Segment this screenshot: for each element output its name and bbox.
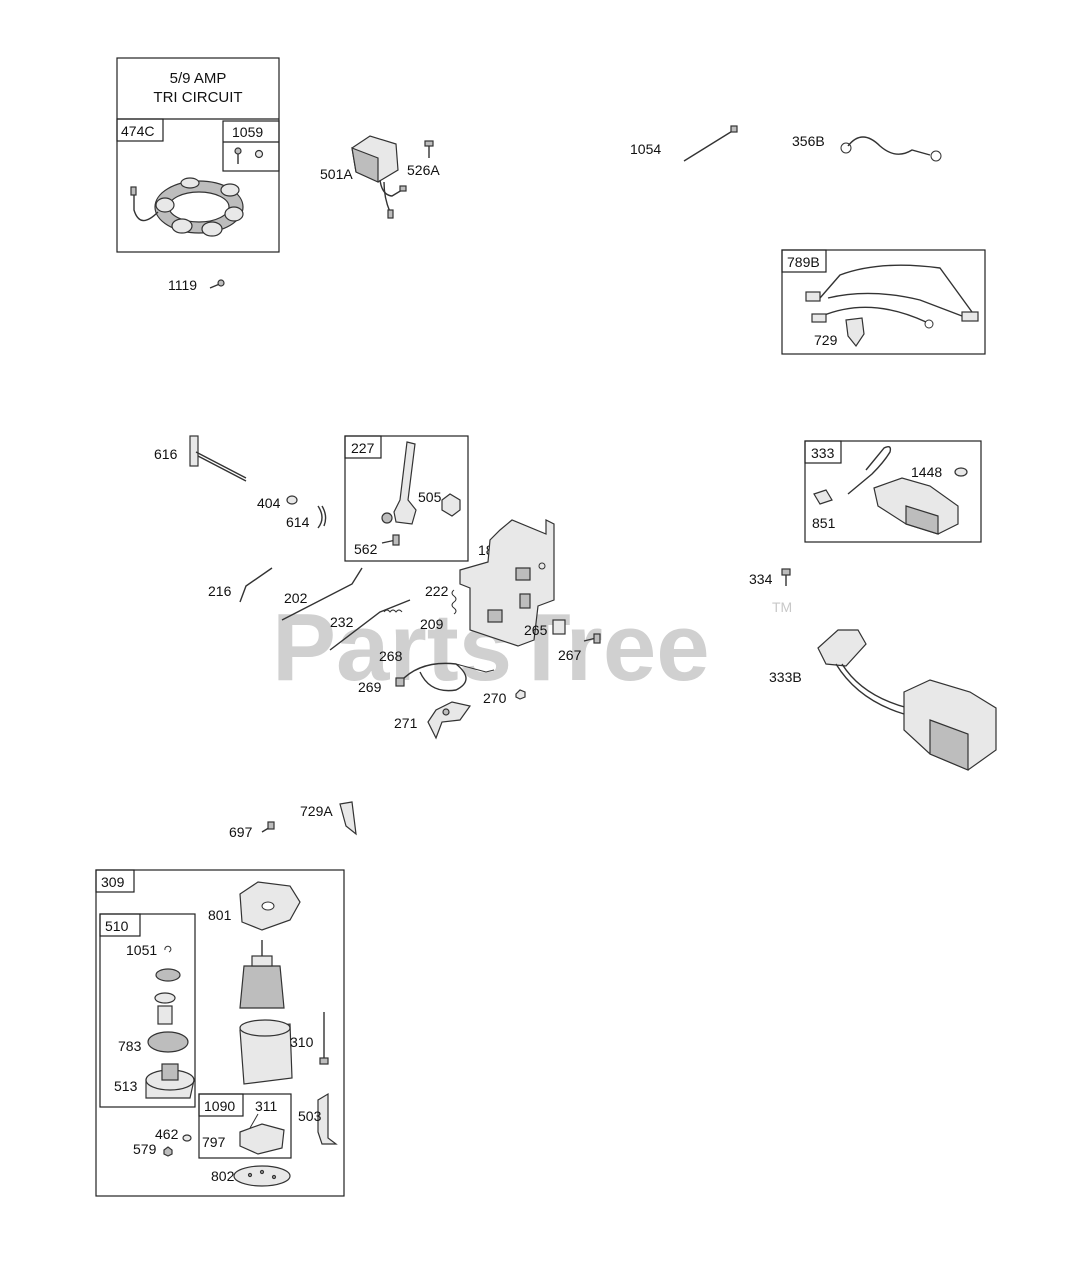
part-579-label[interactable]: 579: [133, 1141, 157, 1157]
part-1119-label[interactable]: 1119: [168, 277, 197, 293]
part-356B-label[interactable]: 356B: [792, 133, 825, 149]
spring-209-icon: [451, 589, 457, 615]
part-202-label[interactable]: 202: [284, 590, 308, 606]
part-334-label[interactable]: 334: [749, 571, 773, 587]
ignition-armature-icon: [817, 629, 997, 771]
bolt-icon: [424, 140, 434, 158]
part-227-label[interactable]: 227: [351, 440, 375, 456]
part-503-label[interactable]: 503: [298, 1108, 322, 1124]
part-333B-label[interactable]: 333B: [769, 669, 802, 685]
part-333-label[interactable]: 333: [811, 445, 835, 461]
screw-icon: [209, 279, 225, 289]
part-265-label[interactable]: 265: [524, 622, 548, 638]
part-216-label[interactable]: 216: [208, 583, 232, 599]
ground-wire-icon: [840, 136, 942, 162]
part-222-label[interactable]: 222: [425, 583, 449, 599]
throttle-lever-group: 227 505 562: [344, 435, 469, 562]
part-697-label[interactable]: 697: [229, 824, 253, 840]
part-510-label[interactable]: 510: [105, 918, 129, 934]
part-1090-label[interactable]: 1090: [204, 1098, 235, 1114]
starter-group: 309 510 1051 783 513 801 310 1090: [95, 869, 345, 1197]
part-501A-label[interactable]: 501A: [320, 166, 353, 182]
part-729A-label[interactable]: 729A: [300, 803, 333, 819]
governor-shaft-icon: [189, 435, 247, 482]
part-526A-label[interactable]: 526A: [407, 162, 440, 178]
nut-270-icon: [515, 689, 526, 700]
watermark-trademark: TM: [772, 599, 792, 615]
cable-tie-icon: [683, 125, 738, 162]
part-801-label[interactable]: 801: [208, 907, 232, 923]
part-729-label[interactable]: 729: [814, 332, 838, 348]
part-789B-label[interactable]: 789B: [787, 254, 820, 270]
rectifier-icon: [351, 135, 407, 219]
spring-232-icon: [329, 599, 411, 651]
ignition-coil-group: 333 851 1448: [804, 440, 982, 543]
governor-link-icon: [281, 567, 363, 621]
stator-title-line1: 5/9 AMP: [170, 70, 227, 87]
part-268-label[interactable]: 268: [379, 648, 403, 664]
part-562-label[interactable]: 562: [354, 541, 378, 557]
screw-334-icon: [781, 568, 791, 586]
screw-267-icon: [583, 633, 601, 644]
control-bracket-icon: [459, 519, 555, 647]
part-311-label[interactable]: 311: [255, 1098, 278, 1114]
harness-group: 789B 729: [781, 249, 986, 355]
part-309-label[interactable]: 309: [101, 874, 125, 890]
part-271-label[interactable]: 271: [394, 715, 418, 731]
part-505-label[interactable]: 505: [418, 489, 442, 505]
clip-icon: [317, 505, 327, 529]
part-310-label[interactable]: 310: [290, 1034, 314, 1050]
part-209-label[interactable]: 209: [420, 616, 444, 632]
part-267-label[interactable]: 267: [558, 647, 582, 663]
washer-icon: [286, 495, 298, 505]
part-797-label[interactable]: 797: [202, 1134, 226, 1150]
part-851-label[interactable]: 851: [812, 515, 836, 531]
part-474C-label[interactable]: 474C: [121, 123, 154, 139]
part-1051-label[interactable]: 1051: [126, 942, 157, 958]
stator-title-line2: TRI CIRCUIT: [153, 89, 242, 106]
part-1059-label[interactable]: 1059: [232, 124, 263, 140]
stator-group: 5/9 AMP TRI CIRCUIT 474C 1059: [116, 57, 280, 253]
screw-697-icon: [261, 821, 275, 833]
part-614-label[interactable]: 614: [286, 514, 310, 530]
bracket-271-icon: [427, 701, 472, 740]
part-616-label[interactable]: 616: [154, 446, 178, 462]
part-270-label[interactable]: 270: [483, 690, 507, 706]
stator-ring-icon: [130, 177, 244, 237]
bracket-729A-icon: [339, 801, 357, 836]
part-269-label[interactable]: 269: [358, 679, 382, 695]
part-1054-label[interactable]: 1054: [630, 141, 661, 157]
control-cable-icon: [395, 662, 495, 692]
clip-265-icon: [552, 619, 566, 635]
part-513-label[interactable]: 513: [114, 1078, 138, 1094]
part-802-label[interactable]: 802: [211, 1168, 235, 1184]
part-1448-label[interactable]: 1448: [911, 464, 942, 480]
spring-link-icon: [239, 567, 273, 603]
part-462-label[interactable]: 462: [155, 1126, 179, 1142]
part-404-label[interactable]: 404: [257, 495, 281, 511]
part-232-label[interactable]: 232: [330, 614, 354, 630]
part-783-label[interactable]: 783: [118, 1038, 142, 1054]
